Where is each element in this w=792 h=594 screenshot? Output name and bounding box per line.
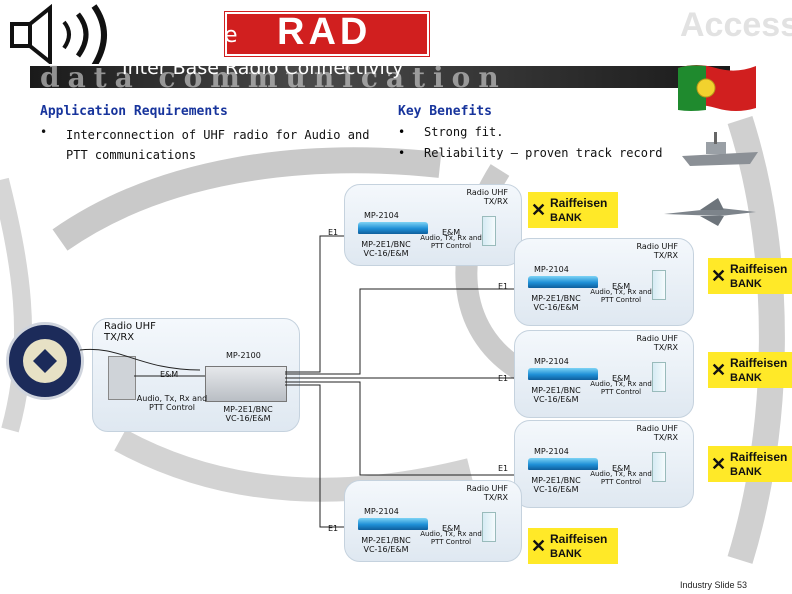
bank-word: BANK (550, 548, 582, 560)
banner-strip (30, 66, 730, 88)
mp2104-device (358, 518, 428, 530)
speaker-icon (6, 3, 114, 68)
requirements-bullet: • (40, 125, 48, 139)
remote-device-label: MP-2104 (534, 265, 569, 274)
bank-cross-icon: ✕ (531, 536, 547, 556)
central-audio-label: Audio, Tx, Rx and PTT Control (136, 394, 208, 412)
central-card-label: MP-2E1/BNC VC-16/E&M (223, 405, 273, 423)
remote-card-label: MP-2E1/BNC VC-16/E&M (361, 240, 411, 258)
ship-icon (682, 132, 758, 166)
benefits-bullet: • (398, 146, 406, 160)
central-radio-label: Radio UHF TX/RX (104, 321, 156, 343)
requirements-heading: Application Requirements (40, 104, 228, 119)
remote-audio-label: Audio, Tx, Rx and PTT Control (590, 380, 652, 396)
remote-device-label: MP-2104 (534, 447, 569, 456)
central-radio-unit (108, 356, 136, 400)
bank-word: BANK (730, 466, 762, 478)
remote-audio-label: Audio, Tx, Rx and PTT Control (590, 470, 652, 486)
remote-device-label: MP-2104 (534, 357, 569, 366)
rad-logo: RAD (225, 11, 429, 56)
page-subtitle: Inter Base Radio Connectivity (122, 57, 404, 79)
bank-cross-icon: ✕ (711, 360, 727, 380)
remote-em-label: E&M (442, 524, 461, 533)
banner-text: data communication (40, 61, 507, 94)
bank-cross-icon: ✕ (711, 266, 727, 286)
slide-footer: Industry Slide 53 (680, 580, 748, 590)
remote-radio-label: Radio UHF TX/RX (466, 188, 509, 206)
remote-em-label: E&M (612, 282, 631, 291)
bank-word: BANK (550, 212, 582, 224)
remote-radio-label: Radio UHF TX/RX (636, 424, 679, 442)
central-device-label: MP-2100 (226, 351, 261, 360)
bank-name: Raiffeisen (730, 356, 788, 370)
benefits-bullet: • (398, 125, 406, 139)
mp2104-device (528, 276, 598, 288)
bank-name: Raiffeisen (550, 532, 608, 546)
remote-e1-label: E1 (498, 374, 509, 383)
remote-em-label: E&M (442, 228, 461, 237)
bank-name: Raiffeisen (730, 450, 788, 464)
remote-e1-label: E1 (498, 464, 509, 473)
remote-card-label: MP-2E1/BNC VC-16/E&M (531, 476, 581, 494)
remote-audio-label: Audio, Tx, Rx and PTT Control (590, 288, 652, 304)
uhf-radio-unit (652, 362, 666, 392)
central-em-label: E&M (160, 370, 179, 379)
uhf-radio-unit (482, 512, 496, 542)
remote-device-label: MP-2104 (364, 507, 399, 516)
remote-em-label: E&M (612, 374, 631, 383)
remote-audio-label: Audio, Tx, Rx and PTT Control (420, 234, 482, 250)
plane-icon (664, 198, 756, 226)
portugal-flag-icon (676, 62, 758, 114)
remote-radio-label: Radio UHF TX/RX (636, 334, 679, 352)
remote-e1-label: E1 (328, 524, 339, 533)
uhf-radio-unit (482, 216, 496, 246)
remote-e1-label: E1 (498, 282, 509, 291)
mp2104-device (358, 222, 428, 234)
title-fragment: e (224, 23, 238, 48)
bank-word: BANK (730, 278, 762, 290)
uhf-radio-unit (652, 452, 666, 482)
benefits-heading: Key Benefits (398, 104, 492, 119)
bank-word: BANK (730, 372, 762, 384)
remote-card-label: MP-2E1/BNC VC-16/E&M (361, 536, 411, 554)
remote-device-label: MP-2104 (364, 211, 399, 220)
remote-em-label: E&M (612, 464, 631, 473)
requirement-item: Interconnection of UHF radio for Audio a… (66, 128, 370, 162)
uhf-radio-unit (652, 270, 666, 300)
bank-name: Raiffeisen (550, 196, 608, 210)
bank-cross-icon: ✕ (531, 200, 547, 220)
remote-e1-label: E1 (328, 228, 339, 237)
rad-logo-text: RAD (277, 11, 372, 53)
benefit-item: Reliability – proven track record (424, 146, 663, 160)
mp2104-device (528, 458, 598, 470)
remote-card-label: MP-2E1/BNC VC-16/E&M (531, 294, 581, 312)
remote-card-label: MP-2E1/BNC VC-16/E&M (531, 386, 581, 404)
bank-cross-icon: ✕ (711, 454, 727, 474)
remote-radio-label: Radio UHF TX/RX (636, 242, 679, 260)
mp2104-device (528, 368, 598, 380)
remote-audio-label: Audio, Tx, Rx and PTT Control (420, 530, 482, 546)
benefit-item: Strong fit. (424, 125, 504, 139)
mp2100-chassis (205, 366, 287, 402)
navy-seal-icon (6, 322, 84, 400)
access-watermark: Access (680, 6, 792, 44)
bank-name: Raiffeisen (730, 262, 788, 276)
remote-radio-label: Radio UHF TX/RX (466, 484, 509, 502)
